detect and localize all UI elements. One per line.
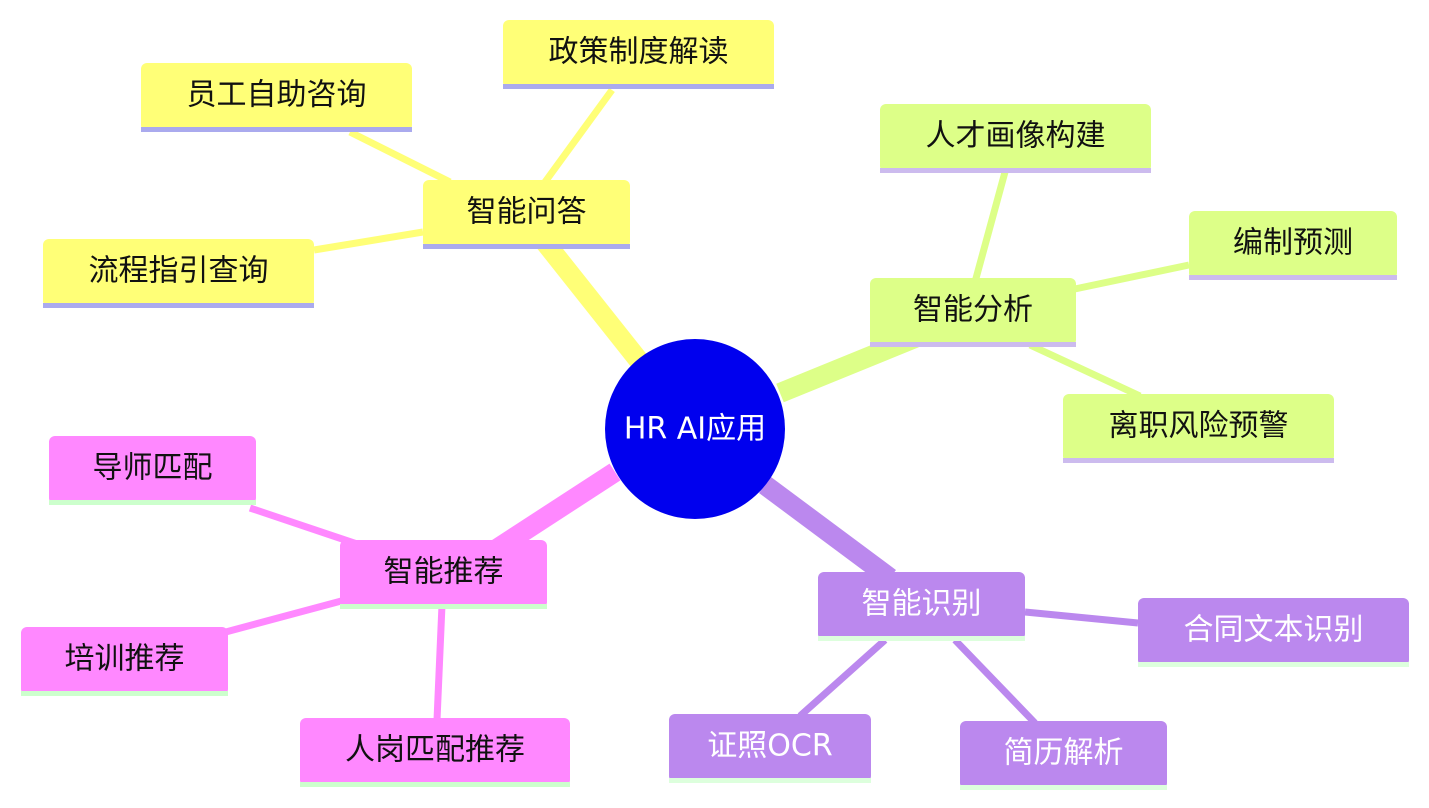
branch-node-recommend[interactable]: 智能推荐 <box>340 540 547 609</box>
leaf-node-re-mentor-box <box>49 436 256 504</box>
link-recommend-re-job <box>433 604 446 721</box>
leaf-node-re-training-underline <box>21 691 228 696</box>
link-center-recommend <box>489 463 621 559</box>
branch-node-analysis-box <box>870 278 1076 346</box>
leaf-node-an-risk-box <box>1063 394 1334 462</box>
branch-node-analysis-underline <box>870 342 1076 347</box>
leaf-node-an-talent[interactable]: 人才画像构建 <box>880 104 1151 173</box>
center-node[interactable]: HR AI应用 <box>605 339 785 519</box>
leaf-node-qa-self[interactable]: 员工自助咨询 <box>141 63 412 132</box>
leaf-node-re-job-box <box>300 718 570 786</box>
center-circle <box>605 339 785 519</box>
leaf-node-an-risk-underline <box>1063 458 1334 463</box>
leaf-node-rc-resume-label: 简历解析 <box>1004 736 1124 771</box>
leaf-node-rc-ocr-box <box>669 714 871 782</box>
leaf-node-re-mentor-label: 导师匹配 <box>93 451 213 486</box>
center-label: HR AI应用 <box>624 412 766 447</box>
link-qa-qa-process <box>313 228 424 254</box>
leaf-node-an-talent-box <box>880 104 1151 172</box>
leaf-node-rc-contract-label: 合同文本识别 <box>1184 613 1364 648</box>
link-center-analysis <box>776 328 919 403</box>
leaf-node-rc-resume-box <box>960 721 1167 789</box>
leaf-node-rc-resume[interactable]: 简历解析 <box>960 721 1167 790</box>
leaf-node-rc-contract-underline <box>1138 662 1409 667</box>
leaf-node-an-risk-label: 离职风险预警 <box>1109 409 1289 444</box>
leaf-node-re-training-label: 培训推荐 <box>65 642 185 677</box>
leaf-node-an-talent-label: 人才画像构建 <box>926 119 1106 154</box>
leaf-node-an-staffing-label: 编制预测 <box>1233 226 1353 261</box>
link-center-qa <box>532 229 648 369</box>
leaf-node-qa-process-label: 流程指引查询 <box>89 254 269 289</box>
leaf-node-re-mentor-underline <box>49 500 256 505</box>
branch-node-analysis-label: 智能分析 <box>913 293 1033 328</box>
link-recommend-re-mentor <box>248 504 362 549</box>
leaf-node-rc-contract-box <box>1138 598 1409 666</box>
leaf-node-re-mentor[interactable]: 导师匹配 <box>49 436 256 505</box>
leaf-node-qa-policy[interactable]: 政策制度解读 <box>503 20 774 89</box>
leaf-node-qa-policy-underline <box>503 84 774 89</box>
leaf-node-rc-resume-underline <box>960 785 1167 790</box>
branch-node-recognize-underline <box>818 636 1025 641</box>
leaf-node-qa-policy-box <box>503 20 774 88</box>
leaf-node-qa-process-underline <box>43 303 314 308</box>
leaf-node-an-talent-underline <box>880 168 1151 173</box>
branch-node-qa[interactable]: 智能问答 <box>423 180 630 249</box>
link-qa-qa-policy <box>542 87 615 185</box>
leaf-node-re-job[interactable]: 人岗匹配推荐 <box>300 718 570 787</box>
branch-node-qa-label: 智能问答 <box>467 195 587 230</box>
leaf-node-an-staffing-underline <box>1189 275 1397 280</box>
leaf-node-an-staffing-box <box>1189 211 1397 279</box>
branch-node-recognize[interactable]: 智能识别 <box>818 572 1025 641</box>
branch-node-recommend-box <box>340 540 547 608</box>
leaf-node-qa-self-box <box>141 63 412 131</box>
leaf-node-qa-self-underline <box>141 127 412 132</box>
branch-node-recognize-label: 智能识别 <box>862 587 982 622</box>
leaf-node-an-risk[interactable]: 离职风险预警 <box>1063 394 1334 463</box>
link-recommend-re-training <box>221 596 346 637</box>
link-recognize-rc-contract <box>1024 608 1139 627</box>
leaf-node-rc-ocr-underline <box>669 778 871 783</box>
link-analysis-an-staffing <box>1069 261 1190 294</box>
branch-node-recognize-box <box>818 572 1025 640</box>
branch-node-qa-underline <box>423 244 630 249</box>
link-center-recognize <box>759 476 896 587</box>
leaf-node-qa-policy-label: 政策制度解读 <box>549 35 729 70</box>
leaf-node-qa-process[interactable]: 流程指引查询 <box>43 239 314 308</box>
leaf-node-rc-contract[interactable]: 合同文本识别 <box>1138 598 1409 667</box>
link-recognize-rc-resume <box>952 637 1038 726</box>
link-analysis-an-talent <box>971 171 1009 283</box>
branch-node-recommend-label: 智能推荐 <box>384 555 504 590</box>
branch-node-qa-box <box>423 180 630 248</box>
leaf-node-re-job-label: 人岗匹配推荐 <box>345 733 525 768</box>
leaf-node-qa-self-label: 员工自助咨询 <box>187 78 367 113</box>
link-recognize-rc-ocr <box>797 637 888 719</box>
leaf-node-rc-ocr-label: 证照OCR <box>707 729 832 764</box>
leaf-node-re-training[interactable]: 培训推荐 <box>21 627 228 696</box>
mindmap-links <box>221 87 1190 726</box>
leaf-node-an-staffing[interactable]: 编制预测 <box>1189 211 1397 280</box>
leaf-node-rc-ocr[interactable]: 证照OCR <box>669 714 871 783</box>
link-qa-qa-self <box>348 128 452 186</box>
branch-node-analysis[interactable]: 智能分析 <box>870 278 1076 347</box>
leaf-node-re-training-box <box>21 627 228 695</box>
branch-node-recommend-underline <box>340 604 547 609</box>
leaf-node-qa-process-box <box>43 239 314 307</box>
leaf-node-re-job-underline <box>300 782 570 787</box>
link-analysis-an-risk <box>1028 341 1142 400</box>
